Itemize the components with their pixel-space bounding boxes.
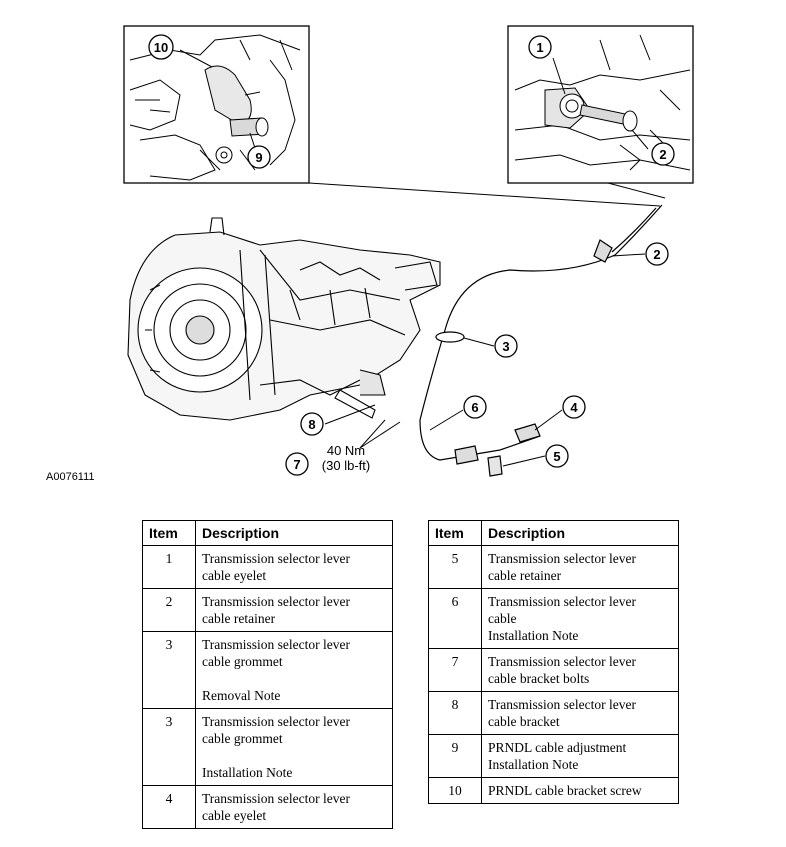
header-item: Item (142, 520, 196, 546)
transmission-illustration: 1 2 10 9 2 3 6 4 5 8 7 40 Nm (30 lb-ft) (123, 25, 694, 477)
item-number: 9 (428, 734, 482, 778)
detail-view-prndl-bracket (123, 25, 310, 184)
item-number: 1 (142, 545, 196, 589)
svg-text:4: 4 (570, 400, 578, 415)
svg-text:5: 5 (553, 449, 560, 464)
svg-text:9: 9 (255, 150, 262, 165)
svg-text:2: 2 (653, 247, 660, 262)
svg-text:10: 10 (154, 40, 168, 55)
header-description: Description (195, 520, 393, 546)
table-row: 3 Transmission selector lever cable grom… (142, 631, 393, 709)
item-description: Transmission selector lever cable eyelet (195, 545, 393, 589)
item-number: 5 (428, 545, 482, 589)
item-number: 3 (142, 631, 196, 709)
table-header-row: Item Description (142, 520, 393, 546)
torque-spec-imperial: (30 lb-ft) (322, 458, 370, 473)
table-row: 6 Transmission selector lever cable Inst… (428, 588, 679, 649)
table-row: 9 PRNDL cable adjustment Installation No… (428, 734, 679, 778)
removal-note-link[interactable]: Removal Note (202, 688, 281, 703)
legend-table-right: Item Description 5 Transmission selector… (428, 520, 679, 804)
table-row: 4 Transmission selector lever cable eyel… (142, 785, 393, 829)
callout-6: 6 (463, 395, 487, 419)
item-description: Transmission selector lever cable Instal… (481, 588, 679, 649)
selector-cable (419, 204, 663, 477)
item-description: Transmission selector lever cable eyelet (195, 785, 393, 829)
installation-note-link[interactable]: Installation Note (488, 757, 579, 772)
table-row: 10 PRNDL cable bracket screw (428, 777, 679, 804)
item-number: 2 (142, 588, 196, 632)
svg-text:7: 7 (293, 457, 300, 472)
item-description: Transmission selector lever cable gromme… (195, 708, 393, 786)
item-number: 3 (142, 708, 196, 786)
transmission-drawing (127, 217, 441, 421)
torque-spec-metric: 40 Nm (327, 443, 365, 458)
installation-note-link[interactable]: Installation Note (202, 765, 293, 780)
callout-1: 1 (528, 35, 552, 59)
item-number: 7 (428, 648, 482, 692)
item-description: Transmission selector lever cable bracke… (481, 691, 679, 735)
svg-text:2: 2 (659, 147, 666, 162)
header-item: Item (428, 520, 482, 546)
callout-2: 2 (645, 242, 669, 266)
item-number: 8 (428, 691, 482, 735)
item-description: Transmission selector lever cable bracke… (481, 648, 679, 692)
item-description: PRNDL cable adjustment Installation Note (481, 734, 679, 778)
table-row: 5 Transmission selector lever cable reta… (428, 545, 679, 589)
item-description: Transmission selector lever cable retain… (481, 545, 679, 589)
svg-text:1: 1 (536, 40, 543, 55)
figure-code: A0076111 (46, 471, 95, 483)
svg-text:8: 8 (308, 417, 315, 432)
callout-8: 8 (300, 412, 324, 436)
callout-4: 4 (562, 395, 586, 419)
item-description: Transmission selector lever cable gromme… (195, 631, 393, 709)
callout-10: 10 (148, 34, 174, 60)
item-number: 6 (428, 588, 482, 649)
callout-2-detail: 2 (651, 142, 675, 166)
header-description: Description (481, 520, 679, 546)
item-number: 4 (142, 785, 196, 829)
item-description: PRNDL cable bracket screw (481, 777, 679, 804)
callout-3: 3 (494, 334, 518, 358)
table-row: 1 Transmission selector lever cable eyel… (142, 545, 393, 589)
item-number: 10 (428, 777, 482, 804)
svg-text:3: 3 (502, 339, 509, 354)
svg-text:6: 6 (471, 400, 478, 415)
table-header-row: Item Description (428, 520, 679, 546)
callout-9: 9 (247, 145, 271, 169)
table-row: 7 Transmission selector lever cable brac… (428, 648, 679, 692)
item-description: Transmission selector lever cable retain… (195, 588, 393, 632)
callout-5: 5 (545, 444, 569, 468)
legend-table-left: Item Description 1 Transmission selector… (142, 520, 393, 829)
table-row: 2 Transmission selector lever cable reta… (142, 588, 393, 632)
installation-note-link[interactable]: Installation Note (488, 628, 579, 643)
table-row: 8 Transmission selector lever cable brac… (428, 691, 679, 735)
callout-7: 7 (285, 452, 309, 476)
table-row: 3 Transmission selector lever cable grom… (142, 708, 393, 786)
